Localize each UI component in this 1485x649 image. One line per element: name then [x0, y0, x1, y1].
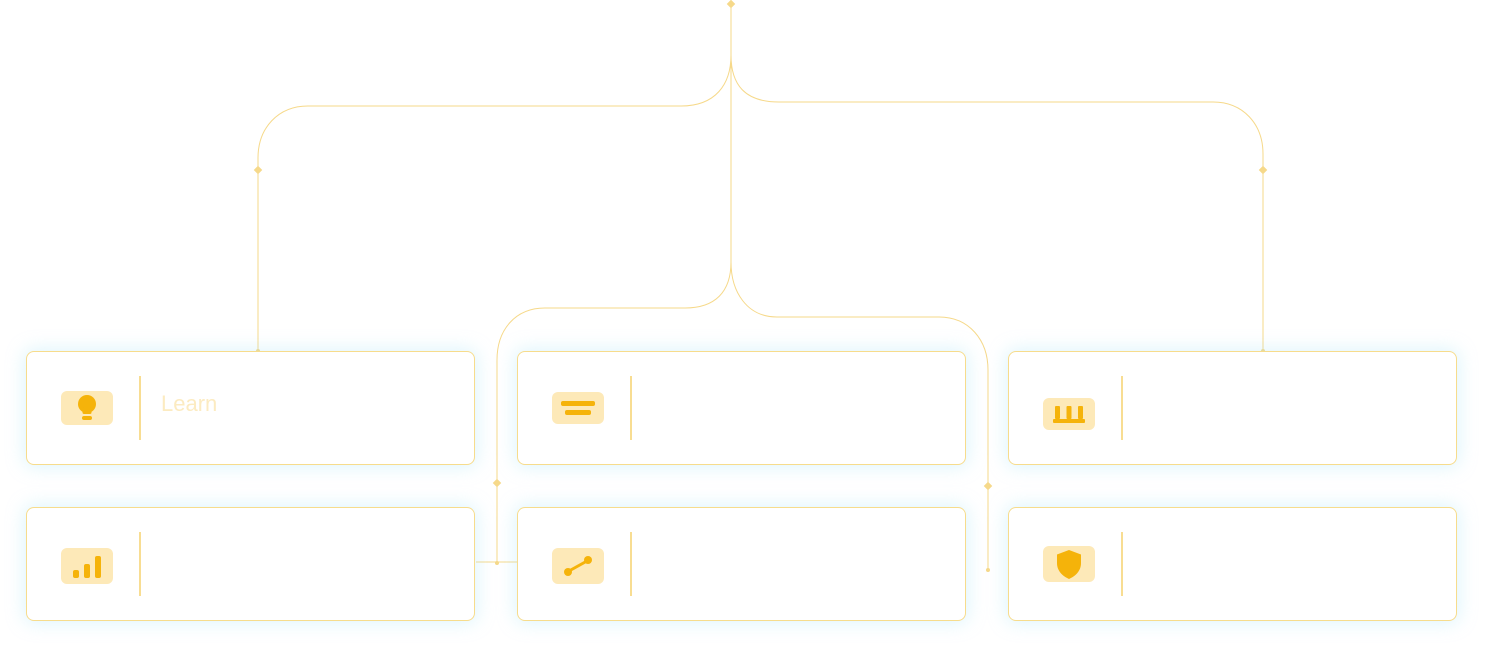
card-label: Learn — [161, 391, 218, 416]
icon-tile — [552, 548, 604, 584]
card-divider — [1121, 376, 1123, 440]
card-lightbulb[interactable]: Learn — [26, 351, 475, 465]
diamond-center-right — [983, 481, 993, 491]
text-lines-icon — [561, 401, 595, 415]
branch-left — [257, 54, 732, 351]
card-divider — [630, 532, 632, 596]
card-link[interactable] — [517, 507, 966, 621]
columns-icon — [1053, 406, 1085, 423]
icon-tile — [552, 392, 604, 424]
card-divider — [1121, 532, 1123, 596]
card-divider — [630, 376, 632, 440]
dot-center-left-end — [495, 561, 499, 565]
card-shield[interactable] — [1008, 507, 1457, 621]
card-divider — [139, 376, 141, 440]
diamond-right — [1258, 165, 1268, 175]
card-bar-chart[interactable] — [26, 507, 475, 621]
branch-right — [730, 54, 1264, 351]
icon-tile — [1043, 546, 1095, 582]
diamond-center-left — [492, 478, 502, 488]
link-icon — [564, 556, 592, 576]
icon-tile — [61, 391, 113, 425]
card-columns[interactable] — [1008, 351, 1457, 465]
dot-center-right-end — [986, 568, 990, 572]
bar-chart-icon — [73, 556, 101, 578]
lightbulb-icon — [78, 395, 96, 420]
diamond-left — [253, 165, 263, 175]
card-divider — [139, 532, 141, 596]
icon-tile — [1043, 398, 1095, 430]
card-text-lines[interactable] — [517, 351, 966, 465]
icon-tile — [61, 548, 113, 584]
diamond-top — [726, 0, 736, 9]
shield-icon — [1057, 550, 1081, 579]
